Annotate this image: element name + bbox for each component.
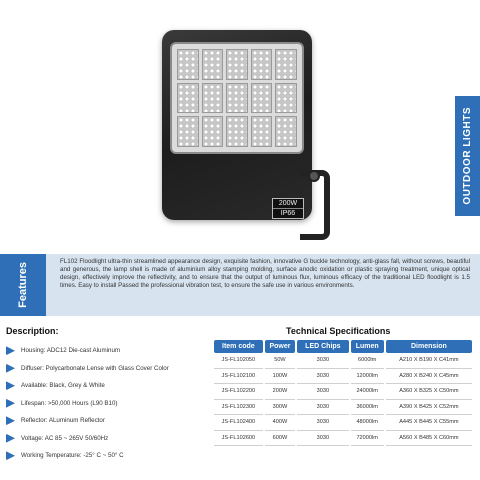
features-text: FL102 Floodlight ultra-thin streamlined … (60, 258, 470, 289)
led-module (201, 116, 224, 147)
cell-lumen: 6000lm (350, 353, 384, 369)
cell-item-code: JS-FL102300 (214, 400, 263, 415)
column-header: Lumen (350, 340, 384, 353)
features-section: Features FL102 Floodlight ultra-thin str… (0, 254, 480, 316)
led-module (275, 82, 297, 114)
bullet-arrow-icon (6, 433, 15, 443)
lamp-ip-label: IP66 (280, 210, 296, 217)
cell-lumen: 36000lm (350, 400, 384, 415)
bullet-arrow-icon (6, 346, 15, 356)
column-header: LED Chips (297, 340, 349, 353)
table-row: JS-FL102600 600W 3030 72000lm A560 X B48… (214, 431, 472, 446)
bracket-knob-icon (308, 170, 320, 182)
led-lens (170, 42, 304, 154)
cell-lumen: 48000lm (350, 415, 384, 431)
cell-power: 200W (264, 384, 296, 400)
spec-table: Item code Power LED Chips Lumen Dimensio… (212, 340, 474, 446)
led-module (177, 116, 199, 147)
floodlight-housing: 200W IP66 (162, 30, 312, 220)
led-module (201, 82, 224, 114)
cell-power: 600W (264, 431, 296, 446)
bullet-arrow-icon (6, 381, 15, 391)
led-module (226, 82, 248, 114)
cell-lumen: 72000lm (350, 431, 384, 446)
list-item: Available: Black, Grey & White (6, 377, 206, 395)
cell-led-chips: 3030 (297, 400, 349, 415)
list-item: Lifespan: >50,000 Hours (L90 B10) (6, 395, 206, 413)
description-list: Housing: ADC12 Die-cast Aluminum Diffuse… (6, 342, 206, 465)
led-module (250, 49, 273, 80)
column-header: Item code (214, 340, 263, 353)
cell-dimension: A560 X B485 X C60mm (385, 431, 472, 446)
outdoor-lights-tab: OUTDOOR LIGHTS (455, 96, 480, 216)
cell-power: 400W (264, 415, 296, 431)
led-module (250, 116, 273, 147)
list-item: Diffuser: Polycarbonate Lense with Glass… (6, 360, 206, 378)
led-module (201, 49, 224, 80)
led-module (226, 49, 248, 80)
table-row: JS-FL102200 200W 3030 24000lm A360 X B32… (214, 384, 472, 400)
cell-power: 100W (264, 369, 296, 384)
cell-led-chips: 3030 (297, 431, 349, 446)
list-item: Voltage: AC 85 ~ 265V 50/60Hz (6, 430, 206, 448)
led-module (250, 82, 273, 114)
table-row: JS-FL102300 300W 3030 36000lm A390 X B42… (214, 400, 472, 415)
list-item: Housing: ADC12 Die-cast Aluminum (6, 342, 206, 360)
cell-led-chips: 3030 (297, 415, 349, 431)
lamp-rating-label: 200W IP66 (272, 198, 304, 219)
cell-power: 50W (264, 353, 296, 369)
list-item: Working Temperature: -25° C ~ 50° C (6, 447, 206, 465)
table-row: JS-FL102050 50W 3030 6000lm A210 X B190 … (214, 353, 472, 369)
description-title: Description: (6, 326, 59, 336)
cell-led-chips: 3030 (297, 353, 349, 369)
column-header: Dimension (385, 340, 472, 353)
description-item: Voltage: AC 85 ~ 265V 50/60Hz (21, 434, 109, 442)
outdoor-lights-label: OUTDOOR LIGHTS (462, 107, 473, 205)
description-item: Housing: ADC12 Die-cast Aluminum (21, 347, 121, 355)
cell-dimension: A210 X B190 X C41mm (385, 353, 472, 369)
table-row: JS-FL102400 400W 3030 48000lm A445 X B44… (214, 415, 472, 431)
cell-power: 300W (264, 400, 296, 415)
description-item: Reflector: ALuminum Reflector (21, 417, 105, 425)
features-tab: Features (0, 254, 46, 316)
cell-lumen: 24000lm (350, 384, 384, 400)
cell-item-code: JS-FL102050 (214, 353, 263, 369)
list-item: Reflector: ALuminum Reflector (6, 412, 206, 430)
cell-led-chips: 3030 (297, 384, 349, 400)
cell-lumen: 12000lm (350, 369, 384, 384)
product-image: 200W IP66 (150, 20, 340, 250)
cell-dimension: A280 X B240 X C45mm (385, 369, 472, 384)
led-module (177, 82, 199, 114)
led-module (226, 116, 248, 147)
bullet-arrow-icon (6, 363, 15, 373)
features-tab-label: Features (17, 262, 29, 308)
description-item: Working Temperature: -25° C ~ 50° C (21, 452, 124, 460)
bullet-arrow-icon (6, 451, 15, 461)
cell-item-code: JS-FL102200 (214, 384, 263, 400)
cell-dimension: A445 X B445 X C55mm (385, 415, 472, 431)
lamp-power-label: 200W (273, 199, 303, 209)
description-item: Available: Black, Grey & White (21, 382, 105, 390)
column-header: Power (264, 340, 296, 353)
led-module (275, 49, 297, 80)
spec-title: Technical Specifications (286, 326, 391, 336)
table-header-row: Item code Power LED Chips Lumen Dimensio… (214, 340, 472, 353)
cell-dimension: A360 X B325 X C50mm (385, 384, 472, 400)
cell-led-chips: 3030 (297, 369, 349, 384)
led-module (177, 49, 199, 80)
bullet-arrow-icon (6, 416, 15, 426)
cell-item-code: JS-FL102600 (214, 431, 263, 446)
cell-dimension: A390 X B425 X C52mm (385, 400, 472, 415)
led-module (275, 116, 297, 147)
bullet-arrow-icon (6, 398, 15, 408)
table-row: JS-FL102100 100W 3030 12000lm A280 X B24… (214, 369, 472, 384)
description-item: Diffuser: Polycarbonate Lense with Glass… (21, 364, 169, 372)
cell-item-code: JS-FL102100 (214, 369, 263, 384)
description-item: Lifespan: >50,000 Hours (L90 B10) (21, 399, 118, 407)
cell-item-code: JS-FL102400 (214, 415, 263, 431)
